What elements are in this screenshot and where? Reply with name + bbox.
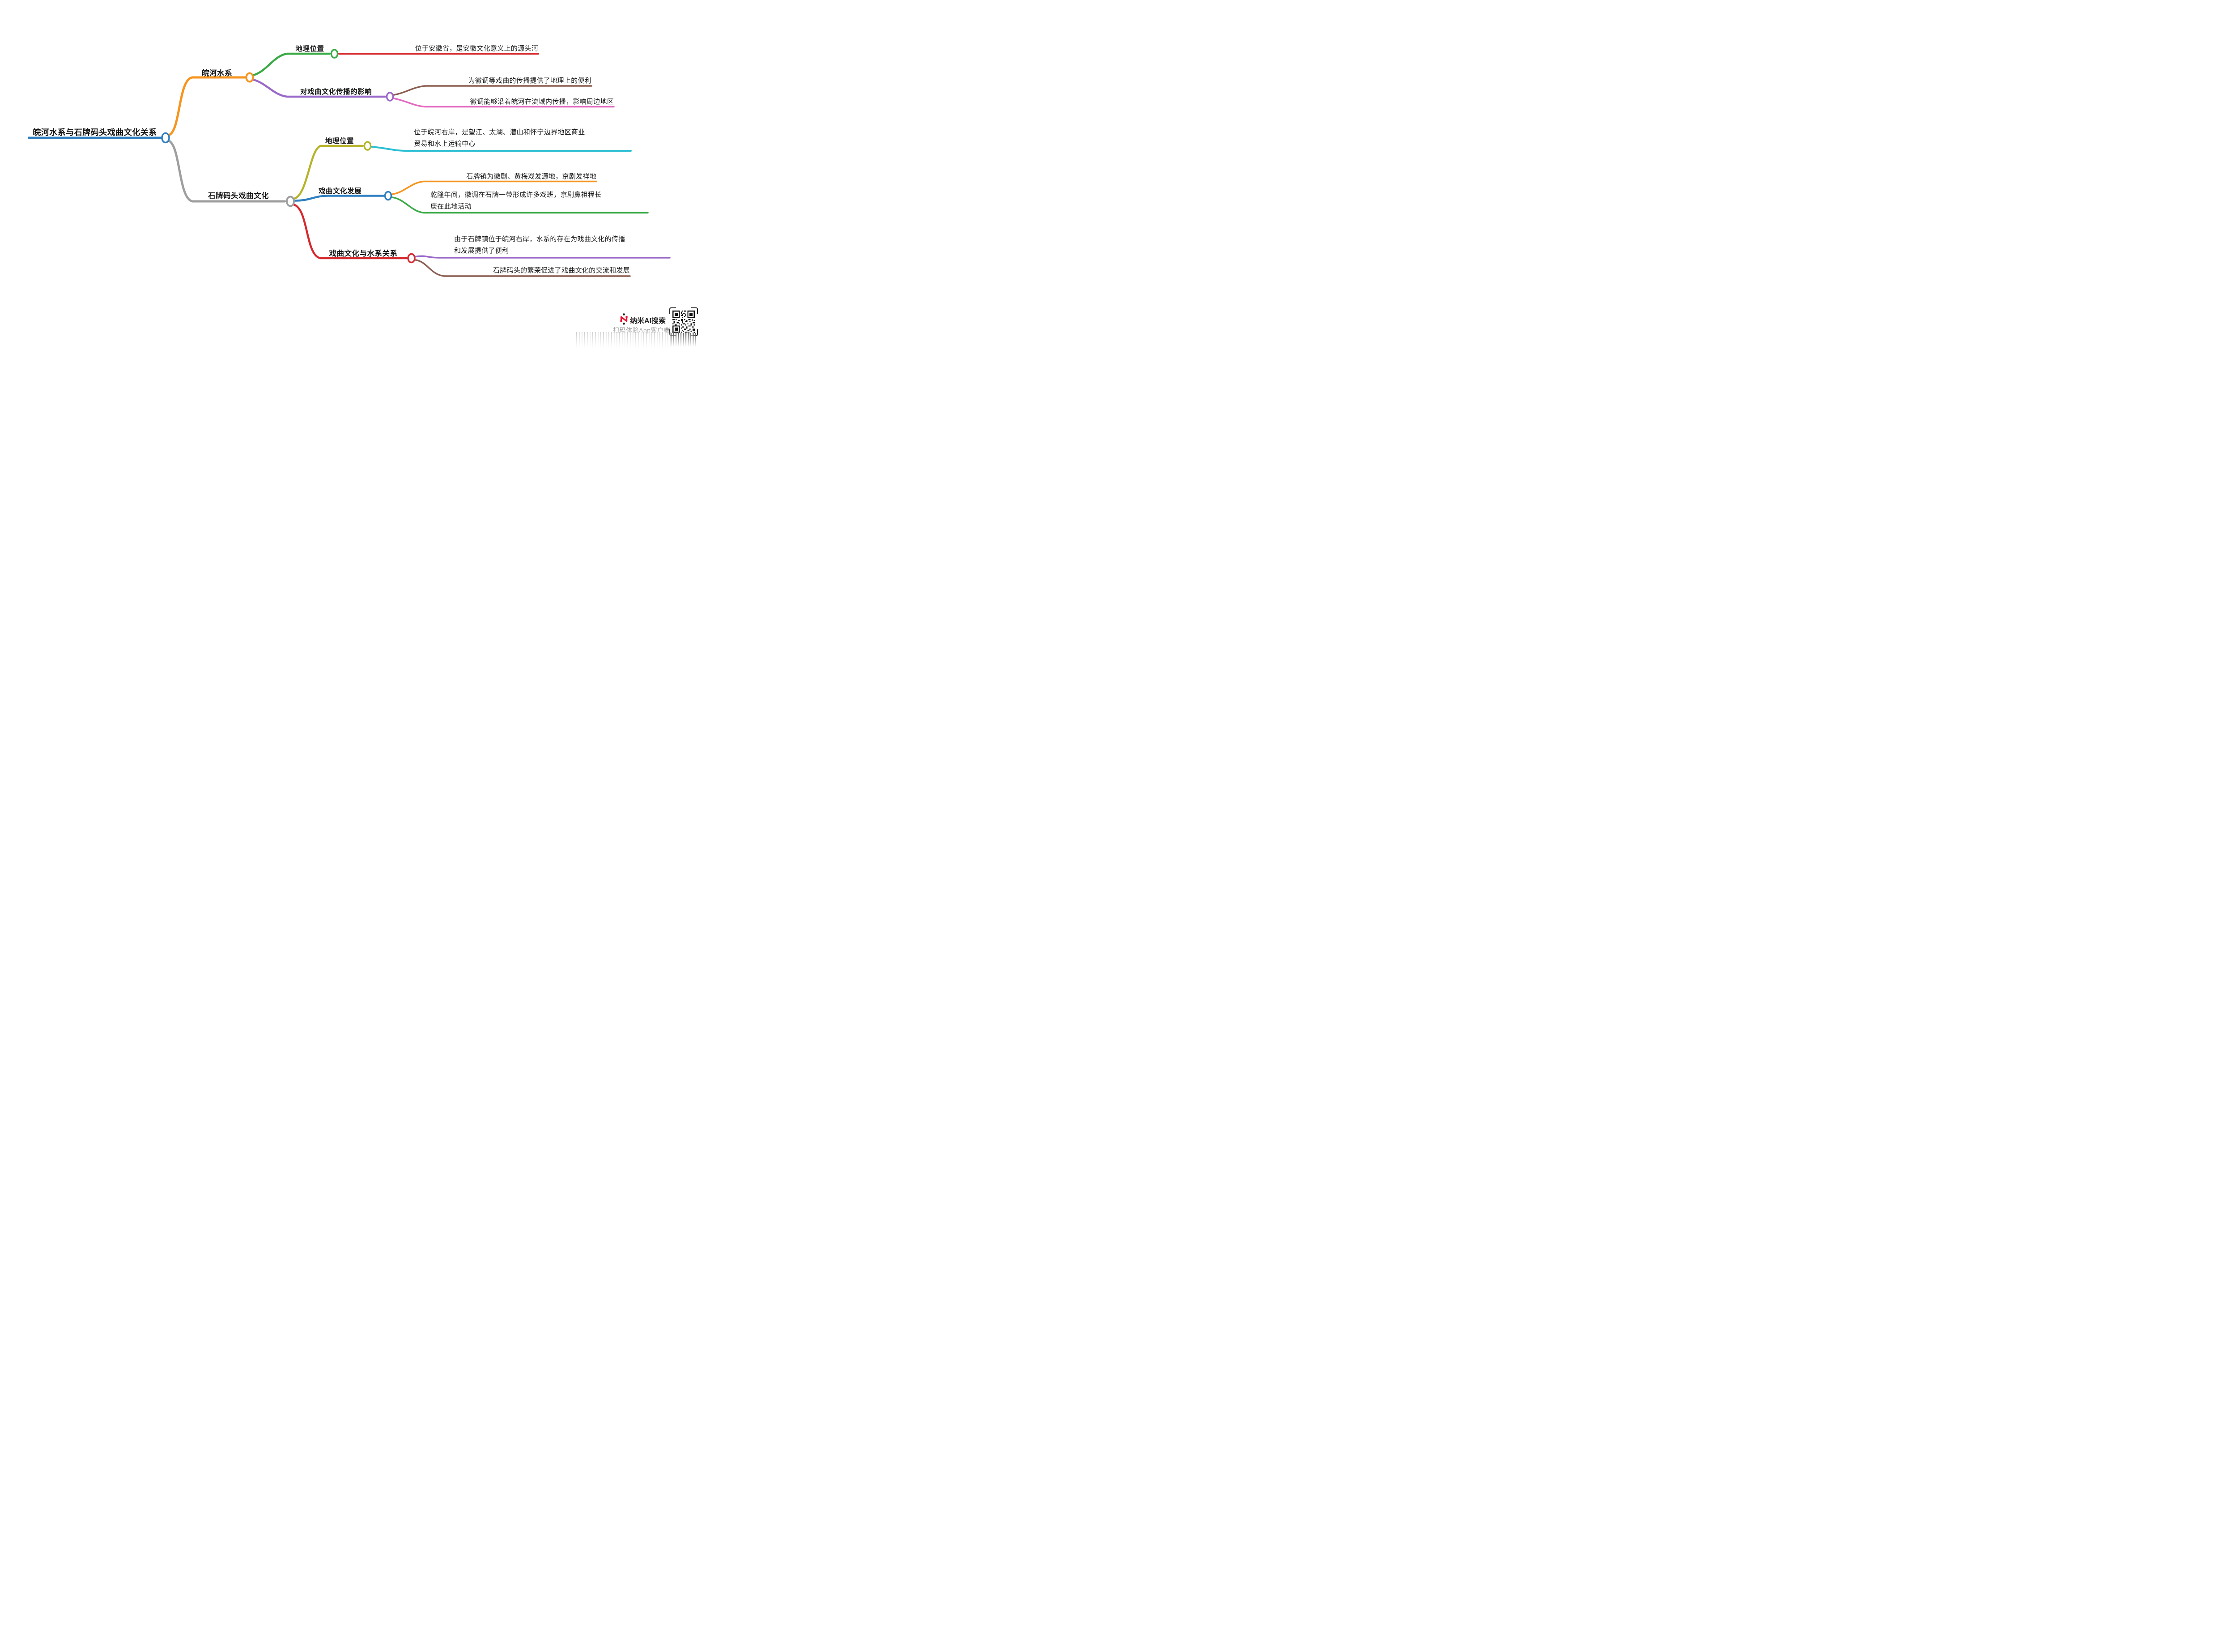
mindmap-connectors (28, 49, 671, 277)
wanhe-node-circle[interactable] (245, 72, 254, 83)
root-node-label: 皖河水系与石牌码头戏曲文化关系 (33, 128, 157, 137)
branch2-dev-curve (293, 195, 385, 202)
node-geo1-label: 地理位置 (295, 45, 324, 53)
geo1-node-circle[interactable] (330, 49, 339, 59)
dev-node-circle[interactable] (384, 191, 392, 201)
branch1-influence-curve (252, 78, 387, 98)
node-shipai-label: 石牌码头戏曲文化 (208, 192, 269, 200)
leaf-qianlong: 乾隆年间，徽调在石牌一带形成许多戏班，京剧鼻祖程长 庚在此地活动 (430, 191, 602, 210)
leaf-line-opera-origin (391, 180, 597, 195)
leaf-dock-prosperity: 石牌码头的繁荣促进了戏曲文化的交流和发展 (493, 267, 630, 274)
leaf-right-bank: 位于皖河右岸，是望江、太湖、潜山和怀宁边界地区商业 贸易和水上运输中心 (414, 128, 585, 148)
node-relation-label: 戏曲文化与水系关系 (329, 250, 398, 258)
qr-pattern (672, 311, 695, 333)
branch1-curve (167, 76, 247, 136)
branch1-geo-curve (252, 52, 331, 77)
qr-frame-corner (669, 307, 676, 314)
leaf-line-huidiao-spread (393, 85, 592, 96)
leaf-line-qianlong (391, 196, 649, 214)
leaf-line-right-bank (371, 146, 632, 152)
leaf-huidiao-basin: 徽调能够沿着皖河在流域内传播，影响周边地区 (470, 98, 614, 106)
nano-ai-logo-icon (620, 313, 628, 325)
node-wanhe-label: 皖河水系 (202, 69, 232, 77)
mindmap-canvas: 皖河水系与石牌码头戏曲文化关系 皖河水系 地理位置 位于安徽省，是安徽文化意义上… (0, 0, 702, 349)
node-influence-label: 对戏曲文化传播的影响 (300, 88, 372, 96)
leaf-line-dock-prosperity (415, 259, 631, 277)
branch2-geo-curve (293, 145, 364, 200)
influence-node-circle[interactable] (386, 92, 394, 102)
qr-frame-corner (691, 307, 698, 314)
branch2-curve (167, 139, 286, 203)
brand-name: 纳米AI搜索 (630, 317, 666, 325)
branch2-relation-curve (292, 203, 408, 260)
node-dev-label: 戏曲文化发展 (318, 187, 361, 195)
leaf-anhui-source: 位于安徽省，是安徽文化意义上的源头河 (415, 45, 538, 52)
leaf-line-water-benefit (415, 255, 671, 259)
leaf-huidiao-spread: 为徽调等戏曲的传播提供了地理上的便利 (468, 77, 591, 85)
geo2-node-circle[interactable] (363, 141, 372, 151)
leaf-line-huidiao-basin (393, 98, 615, 108)
relation-node-circle[interactable] (407, 253, 416, 264)
root-node-circle[interactable] (161, 132, 170, 144)
leaf-water-benefit: 由于石牌镇位于皖河右岸，水系的存在为戏曲文化的传播 和发展提供了便利 (454, 235, 625, 255)
shipai-node-circle[interactable] (286, 196, 295, 207)
qr-glitch-streaks (671, 333, 696, 348)
leaf-opera-origin: 石牌镇为徽剧、黄梅戏发源地，京剧发祥地 (466, 173, 596, 180)
node-geo2-label: 地理位置 (325, 137, 354, 145)
